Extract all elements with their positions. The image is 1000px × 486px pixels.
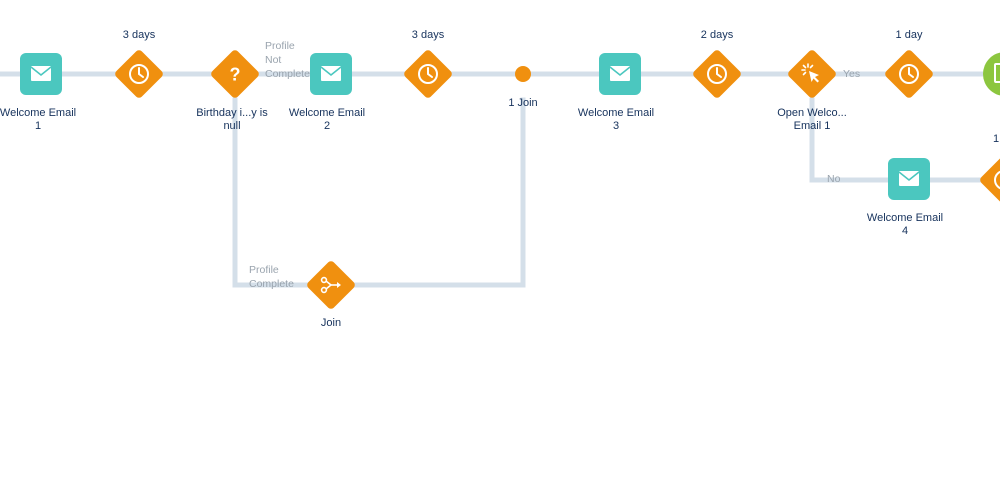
join-label: Join bbox=[320, 317, 342, 329]
open-email-decision-node[interactable] bbox=[786, 48, 838, 100]
no-branch-connector bbox=[809, 97, 1000, 183]
clock-icon bbox=[899, 64, 919, 84]
wait-1-day-node[interactable] bbox=[883, 48, 935, 100]
welcome-email-3-node[interactable] bbox=[599, 53, 641, 95]
join-node[interactable] bbox=[305, 259, 357, 311]
clock-icon bbox=[994, 170, 1000, 190]
wait-duration-label: 1 day bbox=[895, 29, 923, 41]
wait-3-days-node-1[interactable] bbox=[113, 48, 165, 100]
branch-yes: Yes bbox=[843, 68, 861, 80]
wait-node-partial[interactable] bbox=[978, 154, 1000, 206]
merge-icon bbox=[320, 276, 341, 294]
wait-duration-label: 2 days bbox=[700, 29, 734, 41]
join-count-label: 1 Join bbox=[508, 97, 538, 109]
svg-text:?: ? bbox=[230, 65, 241, 85]
birthday-decision-node[interactable]: ? bbox=[209, 48, 261, 100]
profile-complete-connector bbox=[232, 97, 526, 288]
clock-icon bbox=[418, 64, 438, 84]
welcome-email-3-label: Welcome Email 3 bbox=[577, 107, 655, 132]
wait-2-days-node[interactable] bbox=[691, 48, 743, 100]
question-icon: ? bbox=[230, 65, 241, 85]
welcome-email-4-label: Welcome Email 4 bbox=[866, 212, 944, 237]
birthday-decision-label: Birthday i...y is null bbox=[196, 107, 268, 132]
branch-no: No bbox=[827, 173, 841, 185]
open-email-decision-label: Open Welco... Email 1 bbox=[777, 107, 847, 132]
click-icon bbox=[801, 63, 819, 83]
wait-duration-label: 3 days bbox=[411, 29, 445, 41]
welcome-email-1-node[interactable] bbox=[20, 53, 62, 95]
welcome-email-2-node[interactable] bbox=[310, 53, 352, 95]
clock-icon bbox=[707, 64, 727, 84]
clock-icon bbox=[129, 64, 149, 84]
branch-profile-not-complete: Profile Not Complete bbox=[265, 40, 310, 80]
wait-duration-label: 1 bbox=[992, 133, 1000, 145]
envelope-icon bbox=[898, 171, 920, 186]
welcome-email-1-label: Welcome Email 1 bbox=[0, 107, 77, 132]
join-dot-node[interactable] bbox=[515, 66, 531, 82]
wait-3-days-node-2[interactable] bbox=[402, 48, 454, 100]
envelope-icon bbox=[30, 66, 52, 81]
envelope-icon bbox=[320, 66, 342, 81]
envelope-icon bbox=[609, 66, 631, 81]
branch-profile-complete: Profile Complete bbox=[249, 264, 294, 290]
welcome-email-2-label: Welcome Email 2 bbox=[288, 107, 366, 132]
wait-duration-label: 3 days bbox=[122, 29, 156, 41]
end-node-partial[interactable] bbox=[983, 52, 1000, 96]
welcome-email-4-node[interactable] bbox=[888, 158, 930, 200]
document-icon bbox=[994, 63, 1000, 83]
